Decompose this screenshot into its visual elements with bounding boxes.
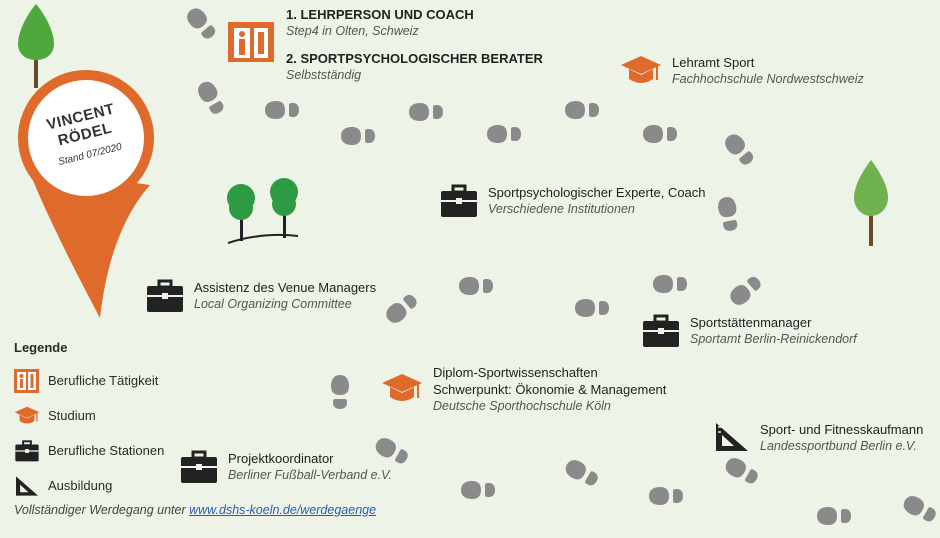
venue-sub: Local Organizing Committee: [194, 297, 352, 311]
legend-label-2: Studium: [48, 408, 96, 423]
footprint-icon: [565, 101, 599, 119]
entry-lehramt: Lehramt Sport Fachhochschule Nordwestsch…: [620, 54, 864, 88]
legend-item-stations: Berufliche Stationen: [14, 433, 164, 468]
fitness-title: Sport- und Fitnesskaufmann: [760, 422, 924, 437]
two-trees-icon: [227, 178, 299, 244]
footprint-icon: [817, 507, 851, 525]
lehramt-sub: Fachhochschule Nordwestschweiz: [672, 72, 864, 86]
briefcase-icon: [643, 314, 679, 347]
graduation-cap-icon: [621, 56, 661, 83]
legend-heading: Legende: [14, 340, 68, 355]
current-positions: 1. LEHRPERSON UND COACH Step4 in Olten, …: [228, 6, 543, 84]
footprint-icon: [331, 375, 349, 409]
footprint-icon: [643, 125, 677, 143]
entry-projekt: Projektkoordinator Berliner Fußball-Verb…: [180, 450, 392, 484]
footprint-icon: [487, 125, 521, 143]
legend-label-4: Ausbildung: [48, 478, 113, 493]
entry-fitness: Sport- und Fitnesskaufmann Landessportbu…: [714, 421, 923, 455]
footprint-icon: [265, 101, 299, 119]
position-1-sub: Step4 in Olten, Schweiz: [286, 24, 419, 38]
diplom-sub: Deutsche Sporthochschule Köln: [433, 399, 611, 413]
lehramt-title: Lehramt Sport: [672, 55, 755, 70]
footprint-icon: [716, 195, 741, 233]
entry-venue: Assistenz des Venue Managers Local Organ…: [146, 279, 376, 313]
experte-title: Sportpsychologischer Experte, Coach: [488, 185, 706, 200]
footprint-icon: [461, 481, 495, 499]
briefcase-icon: [441, 184, 477, 217]
footprint-icon: [721, 130, 758, 169]
position-1-title: 1. LEHRPERSON UND COACH: [286, 7, 474, 22]
footer-note: Vollständiger Werdegang unter www.dshs-k…: [14, 503, 376, 517]
legend-item-professional-activity: Berufliche Tätigkeit: [14, 363, 164, 398]
projekt-sub: Berliner Fußball-Verband e.V.: [228, 468, 392, 482]
footprint-icon: [649, 487, 683, 505]
legend-item-training: Ausbildung: [14, 468, 164, 503]
briefcase-icon: [181, 450, 217, 483]
graduation-cap-icon: [14, 406, 40, 423]
graduation-cap-icon: [382, 374, 422, 401]
footprint-icon: [382, 290, 421, 327]
position-2-sub: Selbstständig: [286, 68, 362, 82]
set-square-icon: [716, 423, 748, 451]
briefcase-icon: [147, 279, 183, 312]
footprint-icon: [183, 4, 220, 43]
werdegang-link[interactable]: www.dshs-koeln.de/werdegaenge: [189, 503, 377, 517]
footprint-icon: [900, 492, 939, 526]
entry-diplom: Diplom-Sportwissenschaften Schwerpunkt: …: [381, 364, 666, 415]
professional-activity-icon: [228, 22, 274, 62]
experte-sub: Verschiedene Institutionen: [488, 202, 635, 216]
staetten-title: Sportstättenmanager: [690, 315, 812, 330]
venue-title: Assistenz des Venue Managers: [194, 280, 377, 295]
tree-icon: [18, 4, 54, 88]
position-2-title: 2. SPORTPSYCHOLOGISCHER BERATER: [286, 51, 543, 66]
staetten-sub: Sportamt Berlin-Reinickendorf: [690, 332, 857, 346]
professional-activity-icon: [14, 368, 39, 393]
legend-item-study: Studium: [14, 398, 164, 433]
set-square-icon: [16, 475, 38, 496]
footprint-icon: [722, 454, 761, 488]
briefcase-icon: [15, 439, 39, 461]
footprint-icon: [726, 272, 765, 309]
footprint-icon: [562, 456, 601, 490]
legend-label-3: Berufliche Stationen: [48, 443, 165, 458]
diplom-title-1: Diplom-Sportwissenschaften: [433, 365, 598, 380]
footprint-icon: [575, 299, 609, 317]
tree-icon: [854, 160, 888, 246]
entry-experte: Sportpsychologischer Experte, Coach Vers…: [440, 184, 706, 218]
footer-text: Vollständiger Werdegang unter: [14, 503, 186, 517]
footprint-icon: [653, 275, 687, 293]
footprint-icon: [459, 277, 493, 295]
legend-label-1: Berufliche Tätigkeit: [48, 373, 159, 388]
footprint-icon: [194, 78, 228, 117]
projekt-title: Projektkoordinator: [228, 451, 334, 466]
entry-staetten: Sportstättenmanager Sportamt Berlin-Rein…: [642, 314, 857, 348]
profile-pin: [18, 70, 154, 318]
diplom-title-2: Schwerpunkt: Ökonomie & Management: [433, 382, 667, 397]
fitness-sub: Landessportbund Berlin e.V.: [760, 439, 917, 453]
footprint-icon: [341, 127, 375, 145]
legend: Legende Berufliche Tätigkeit Studium: [14, 340, 164, 503]
footprint-icon: [409, 103, 443, 121]
